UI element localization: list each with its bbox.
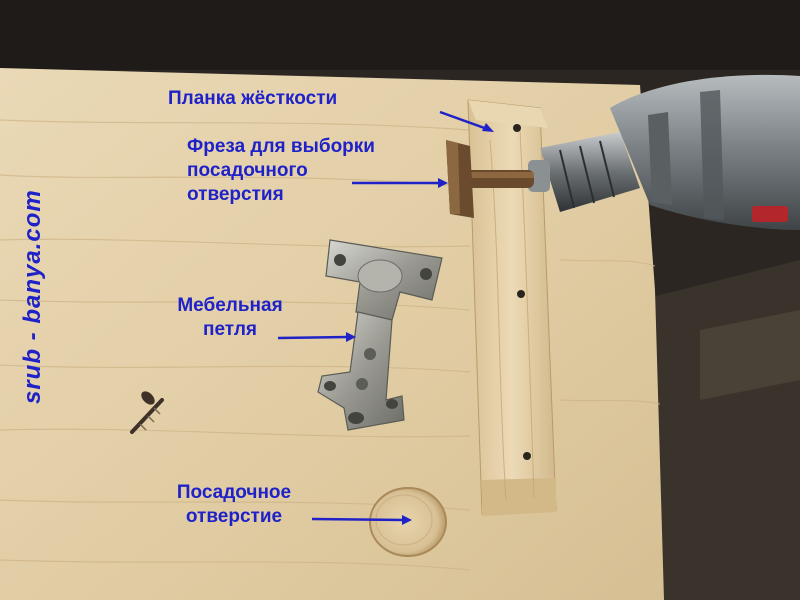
label-hinge: Мебельная петля [160,294,300,342]
drill [528,74,800,230]
label-hinge-line1: Мебельная [177,295,283,316]
annotation-arrows [277,110,494,525]
label-hinge-line2: петля [202,319,257,340]
label-cutter: Фреза для выборки посадочного отверстия [187,135,375,207]
label-seat-hole-line2: отверстие [185,506,283,527]
stiffening-bar-top [468,100,548,128]
arrow-hinge [277,335,349,340]
stiffening-bar-end [482,478,556,516]
background-top [0,0,800,70]
background-floor [640,260,800,600]
arrow-stiffening-bar [439,110,491,132]
label-cutter-line1: Фреза для выборки [187,136,375,157]
bar-screw-middle [517,290,525,298]
cutter-bit [446,140,534,218]
loose-screw [130,391,164,434]
background-board [700,310,800,400]
bar-screw-bottom [523,452,531,460]
label-seat-hole: Посадочное отверстие [156,481,312,529]
drill-chuck [540,132,640,212]
label-seat-hole-line1: Посадочное [176,482,292,503]
label-cutter-line3: отверстия [187,184,284,205]
furniture-hinge [317,239,443,431]
bar-screw-top [513,124,521,132]
label-cutter-line2: посадочного [187,160,308,181]
label-stiffening-bar: Планка жёсткости [168,88,338,109]
watermark: srub - banya.com [19,189,46,404]
arrow-seat-hole [311,517,405,522]
